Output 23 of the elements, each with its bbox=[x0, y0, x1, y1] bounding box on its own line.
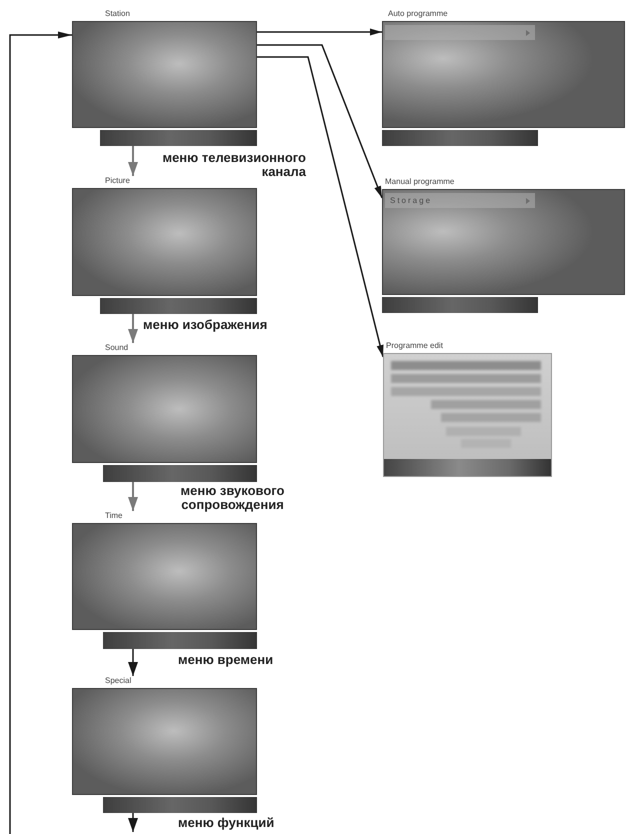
arrow bbox=[257, 56, 384, 358]
screen-title: Time bbox=[105, 511, 122, 521]
edge-label: меню времени bbox=[178, 653, 274, 667]
arrow bbox=[9, 32, 72, 834]
screen-title: Picture bbox=[105, 176, 130, 186]
screen-title: Auto programme bbox=[388, 9, 448, 19]
arrow bbox=[257, 28, 382, 36]
screen-title: Programme edit bbox=[386, 341, 443, 351]
screen-title: Station bbox=[105, 9, 130, 19]
arrow bbox=[128, 649, 138, 676]
arrow bbox=[128, 813, 138, 832]
screen-title: Special bbox=[105, 676, 132, 686]
arrow bbox=[128, 146, 138, 176]
edge-label: меню звукового сопровождения bbox=[180, 484, 286, 512]
arrow bbox=[128, 482, 138, 511]
edge-label: меню изображения bbox=[143, 318, 268, 332]
edge-label: меню телевизионного канала bbox=[161, 151, 306, 179]
screen-title: Sound bbox=[105, 343, 128, 353]
menu-item-text: Storage bbox=[390, 195, 432, 207]
screen-title: Manual programme bbox=[385, 177, 454, 187]
arrow bbox=[128, 314, 138, 343]
edge-label: меню функций bbox=[178, 816, 276, 830]
arrow bbox=[257, 44, 383, 198]
